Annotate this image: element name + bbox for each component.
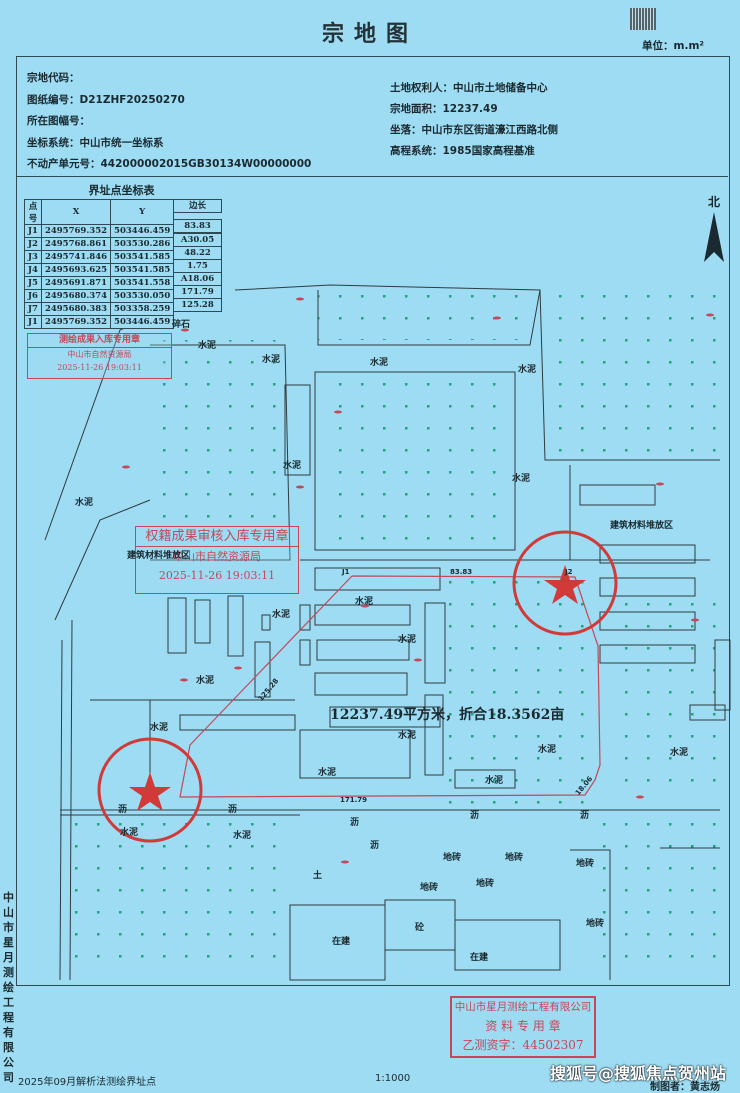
label-asphalt: 沥 — [470, 811, 480, 821]
property-unit-number: 不动产单元号：442000002015GB30134W00000000 — [27, 158, 312, 170]
info-left: 宗地代码： 图纸编号：D21ZHF20250270 所在图幅号： 坐标系统：中山… — [27, 68, 311, 176]
survey-stamp: 测绘成果入库专用章 中山市自然资源局 2025-11-26 19:03:11 — [27, 333, 172, 379]
label-concrete: 砼 — [415, 923, 425, 933]
label-cement: 水泥 — [75, 498, 94, 508]
label-asphalt: 沥 — [118, 805, 128, 815]
label-building: 在建 — [332, 937, 351, 947]
survey-method: 2025年09月解析法测绘界址点 — [18, 1077, 157, 1088]
label-cement: 水泥 — [272, 610, 291, 620]
qr-code — [630, 8, 656, 30]
parcel-area: 宗地面积：12237.49 — [390, 103, 498, 115]
edge-length: 48.22 — [173, 246, 222, 260]
edge-label: 83.83 — [450, 568, 473, 576]
label-storage: 建筑材料堆放区 — [610, 521, 674, 531]
side-company-label: 中山市星月测绘工程有限公司 — [3, 891, 14, 1084]
label-asphalt: 沥 — [228, 805, 238, 815]
label-tile: 地砖 — [443, 853, 462, 863]
unit-label: 单位：m.m² — [642, 40, 704, 52]
elevation-system: 高程系统：1985国家高程基准 — [390, 145, 535, 157]
point-j1: J1 — [342, 568, 350, 576]
round-stamp-1 — [512, 530, 618, 636]
col-y: Y — [110, 199, 175, 225]
label-cement: 水泥 — [512, 474, 531, 484]
label-cement: 水泥 — [318, 768, 337, 778]
header-divider — [16, 176, 728, 177]
label-cement: 水泥 — [538, 745, 557, 755]
watermark: 搜狐号@搜狐焦点贺州站 — [549, 1064, 726, 1083]
label-building: 在建 — [470, 953, 489, 963]
label-gravel: 碎石 — [172, 320, 191, 330]
land-owner: 土地权利人：中山市土地储备中心 — [390, 82, 548, 94]
area-text: 12237.49平方米，折合18.3562亩 — [330, 707, 565, 723]
label-cement: 水泥 — [518, 365, 537, 375]
label-tile: 地砖 — [505, 853, 524, 863]
label-cement: 水泥 — [398, 731, 417, 741]
label-cement: 水泥 — [370, 358, 389, 368]
label-cement: 水泥 — [355, 597, 374, 607]
label-tile: 地砖 — [586, 919, 605, 929]
coordinate-system: 坐标系统：中山市统一坐标系 — [27, 136, 164, 149]
label-asphalt: 沥 — [350, 818, 360, 828]
label-cement: 水泥 — [150, 723, 169, 733]
edge-length: 1.75 — [173, 259, 222, 273]
label-cement: 水泥 — [120, 828, 139, 838]
coord-table-title: 界址点坐标表 — [88, 184, 155, 197]
label-cement: 水泥 — [398, 635, 417, 645]
label-cement: 水泥 — [233, 831, 252, 841]
north-arrow-icon — [704, 212, 724, 262]
edge-length: 125.28 — [173, 298, 222, 312]
edge-length: 83.83 — [173, 219, 222, 233]
label-asphalt: 沥 — [580, 811, 590, 821]
north-label: 北 — [708, 195, 721, 209]
info-right: 土地权利人：中山市土地储备中心 宗地面积：12237.49 坐落：中山市东区街道… — [390, 78, 558, 162]
label-cement: 水泥 — [485, 776, 504, 786]
map-frame — [16, 56, 730, 986]
edge-length: A30.05 — [173, 233, 222, 247]
label-cement: 水泥 — [198, 341, 217, 351]
point-j2: J2 — [565, 568, 573, 576]
label-cement: 水泥 — [670, 748, 689, 758]
label-cement: 水泥 — [262, 355, 281, 365]
col-x: X — [40, 199, 112, 225]
label-soil: 土 — [313, 871, 323, 881]
label-storage: 建筑材料堆放区 — [127, 551, 191, 561]
parcel-code: 宗地代码： — [27, 72, 80, 84]
company-stamp: 中山市星月测绘工程有限公司 资 料 专 用 章 乙测资字：44502307 — [450, 996, 596, 1058]
drawing-number: 图纸编号：D21ZHF20250270 — [27, 93, 185, 106]
col-point: 点号 — [24, 199, 42, 225]
review-stamp: 权籍成果审核入库专用章 中山市自然资源局 2025-11-26 19:03:11 — [135, 526, 299, 594]
label-tile: 地砖 — [576, 859, 595, 869]
label-tile: 地砖 — [476, 879, 495, 889]
edge-length: A18.06 — [173, 272, 222, 286]
scale: 1:1000 — [375, 1073, 411, 1084]
page-title: 宗地图 — [321, 21, 418, 47]
location: 坐落：中山市东区街道濠江西路北侧 — [390, 124, 558, 136]
edge-label: 171.79 — [340, 796, 368, 804]
edge-length: 171.79 — [173, 285, 222, 299]
label-asphalt: 沥 — [370, 841, 380, 851]
col-edge: 边长 — [173, 199, 222, 213]
parcel-boundary — [179, 575, 601, 798]
label-tile: 地砖 — [420, 883, 439, 893]
map-sheet: 所在图幅号： — [27, 115, 90, 127]
round-stamp-2 — [97, 737, 203, 843]
label-cement: 水泥 — [196, 676, 215, 686]
label-cement: 水泥 — [283, 461, 302, 471]
